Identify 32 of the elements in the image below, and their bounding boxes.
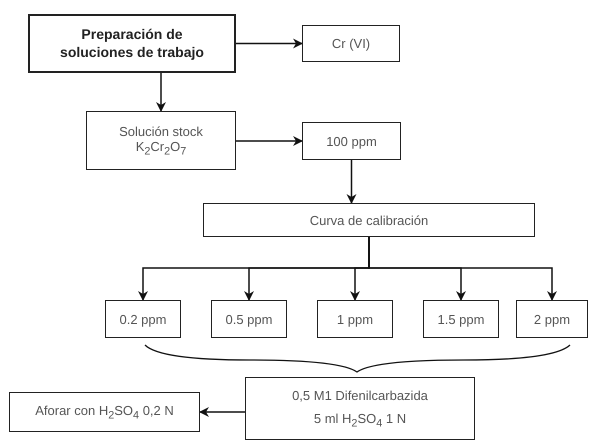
box: [9, 392, 200, 432]
box-label: 0.2 ppm: [120, 312, 166, 326]
box: [211, 300, 287, 338]
box: [302, 122, 401, 160]
arrow: [368, 237, 557, 301]
box: [105, 300, 181, 338]
box: [317, 300, 393, 338]
box: [302, 25, 400, 62]
box-label: Preparación de soluciones de trabajo: [59, 26, 205, 61]
box: [423, 300, 499, 338]
box-label: Aforar con H$_{2}$SO$_{4}$ 0,2 N: [35, 402, 174, 422]
box: [245, 377, 475, 440]
arrow: [156, 73, 166, 112]
box-label: 0,5 M1 Difenilcarbazida: [292, 388, 428, 403]
arrow: [346, 160, 356, 204]
box: [203, 203, 535, 237]
box-label: K$_{2}$Cr$_{2}$O$_{7}$: [136, 138, 186, 158]
box-label: 5 ml H$_{2}$SO$_{4}$ 1 N: [314, 410, 406, 430]
box-label: Solución stock: [119, 124, 203, 139]
process-box: [28, 14, 236, 73]
box-label: 1 ppm: [336, 312, 374, 326]
box-label: 100 ppm: [326, 134, 377, 148]
box-label: 1.5 ppm: [438, 312, 484, 326]
box-label: 2 ppm: [534, 312, 570, 326]
box-label: Curva de calibración: [310, 212, 428, 228]
arrow: [199, 407, 245, 417]
box-label: 0.5 ppm: [226, 312, 272, 326]
arrow: [236, 136, 303, 146]
box: [86, 111, 236, 170]
arrow: [236, 38, 303, 48]
box: [516, 300, 588, 338]
box-label: Cr (VI): [332, 36, 370, 51]
